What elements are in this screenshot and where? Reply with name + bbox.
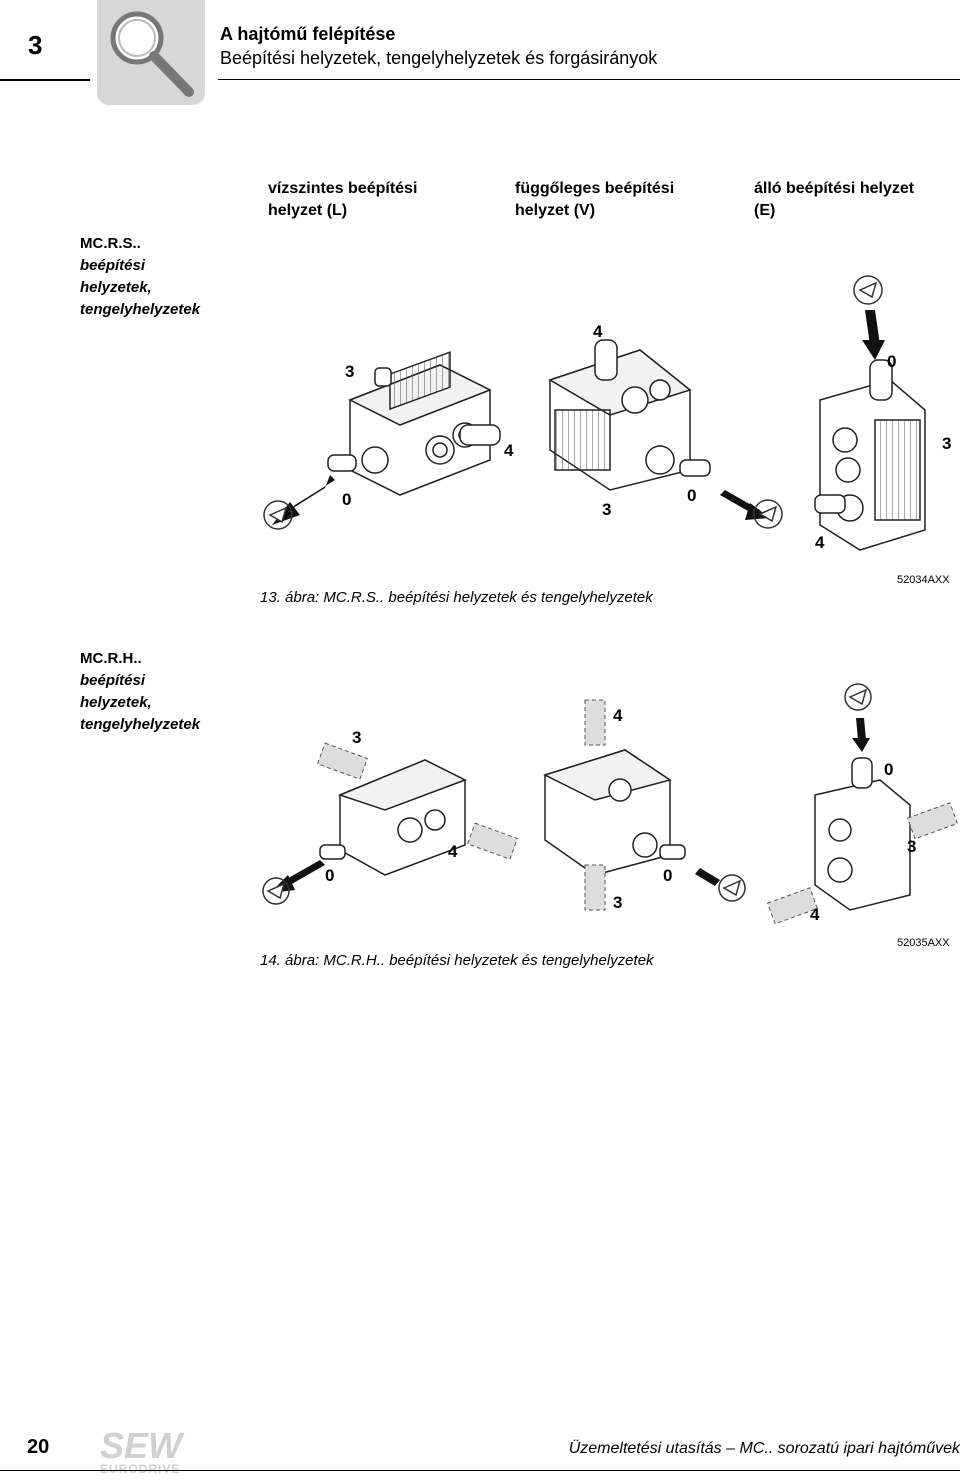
section2-side-label: MC.R.H.. beépítési helyzetek, tengelyhel… xyxy=(80,650,201,733)
shaft-label-h-v-0: 0 xyxy=(663,866,673,885)
rotation-icon-horizontal xyxy=(263,500,293,530)
shaft-label-l-3: 3 xyxy=(345,362,355,381)
column-heading-vertical: függőleges beépítési helyzet (V) xyxy=(515,180,675,219)
chapter-rule xyxy=(0,79,90,81)
shaft-label-v-4: 4 xyxy=(593,322,603,341)
drive-arrow-standing xyxy=(862,310,885,360)
figure-14-caption: 14. ábra: MC.R.H.. beépítési helyzetek é… xyxy=(260,952,654,969)
page-subtitle: Beépítési helyzetek, tengelyhelyzetek és… xyxy=(220,48,658,68)
figure-14-code: 52035AXX xyxy=(897,937,950,949)
rotation-icon-vertical xyxy=(753,499,783,529)
section1-side-label: MC.R.S.. beépítési helyzetek, tengelyhel… xyxy=(80,235,201,318)
shaft-label-h-v-3: 3 xyxy=(613,893,623,912)
dashed-shaft-left xyxy=(316,742,519,860)
rotation-icon-h-left xyxy=(262,877,290,905)
shaft-label-h-v-4: 4 xyxy=(613,706,623,725)
dashed-shaft-vertical xyxy=(584,699,606,911)
shaft-label-h-e-3: 3 xyxy=(907,837,917,856)
column-heading-horizontal: vízszintes beépítési helyzet (L) xyxy=(268,180,418,219)
shaft-label-v-3: 3 xyxy=(602,500,612,519)
gear-unit-vertical xyxy=(548,339,711,491)
column-heading-standing: álló beépítési helyzet (E) xyxy=(754,180,915,219)
header-rule xyxy=(218,79,960,80)
gear-unit-horizontal-h xyxy=(319,759,467,876)
figure-13-code: 52034AXX xyxy=(897,574,950,586)
chapter-number: 3 xyxy=(28,30,43,60)
shaft-label-h-l-4: 4 xyxy=(448,842,458,861)
figure-13-caption: 13. ábra: MC.R.S.. beépítési helyzetek é… xyxy=(260,589,653,606)
page-title: A hajtómű felépítése xyxy=(220,24,396,44)
rotation-icon-standing xyxy=(853,275,883,305)
gear-unit-vertical-h xyxy=(543,749,686,876)
footer-text: Üzemeltetési utasítás – MC.. sorozatú ip… xyxy=(568,1440,960,1457)
shaft-label-l-0: 0 xyxy=(342,490,352,509)
shaft-label-h-l-3: 3 xyxy=(352,728,362,747)
gear-unit-horizontal xyxy=(327,351,501,496)
gear-unit-standing xyxy=(814,359,926,551)
rotation-icon-h-standing xyxy=(844,683,872,711)
drive-arrow-h-vertical xyxy=(695,868,720,886)
gear-unit-standing-h xyxy=(814,757,911,911)
shaft-label-l-4: 4 xyxy=(504,441,514,460)
sew-eurodrive-logo: SEW EURODRIVE xyxy=(100,1425,183,1477)
shaft-label-v-0: 0 xyxy=(687,486,697,505)
shaft-label-e-3: 3 xyxy=(942,434,952,453)
shaft-label-h-e-4: 4 xyxy=(810,905,820,924)
footer-rule xyxy=(0,1470,960,1471)
shaft-label-h-e-0: 0 xyxy=(884,760,894,779)
figure-14-drawing xyxy=(262,683,959,925)
magnifier-icon xyxy=(97,0,205,105)
shaft-label-e-4: 4 xyxy=(815,533,825,552)
shaft-label-e-0: 0 xyxy=(887,352,897,371)
drive-arrow-h-standing xyxy=(852,718,870,752)
dashed-shaft-standing xyxy=(766,802,959,925)
page-number: 20 xyxy=(27,1436,50,1458)
shaft-label-h-l-0: 0 xyxy=(325,866,335,885)
figure-13-drawing xyxy=(263,275,926,551)
rotation-icon-h-vertical xyxy=(718,874,746,902)
